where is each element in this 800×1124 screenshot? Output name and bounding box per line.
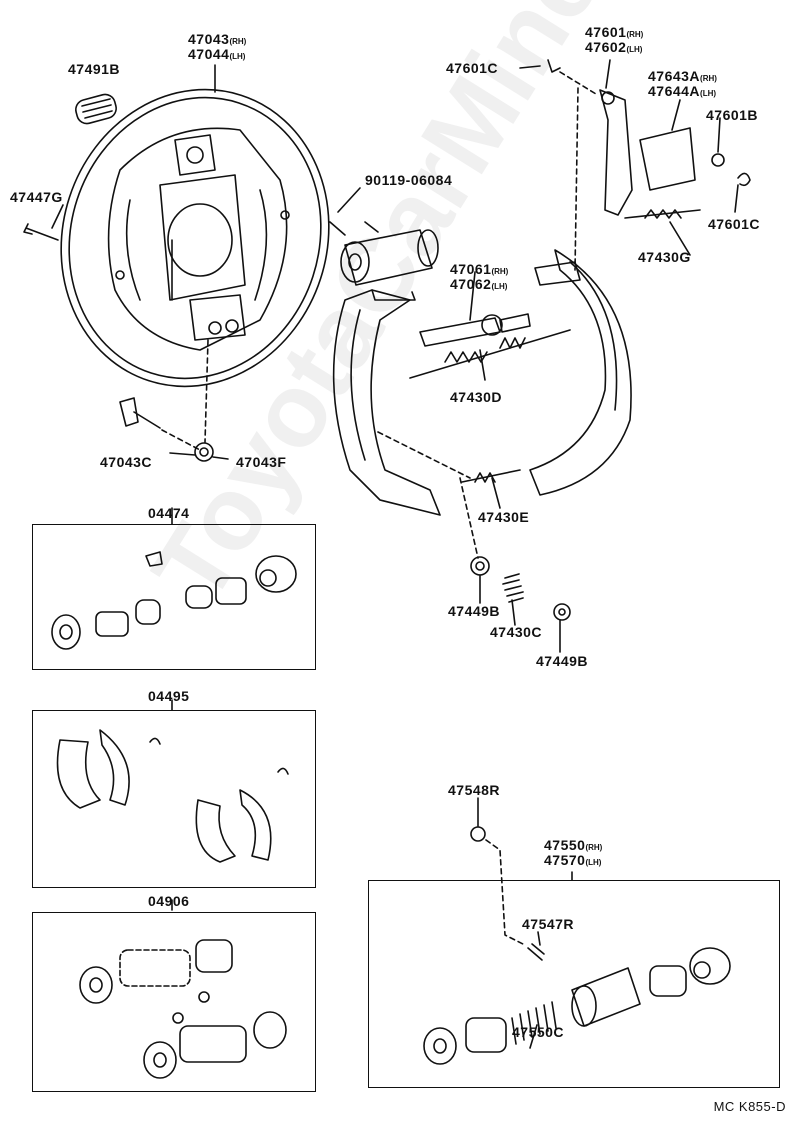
- label-47044-side: (LH): [229, 52, 246, 61]
- label-47570: 47570(LH): [544, 853, 601, 870]
- label-47043F: 47043F: [236, 454, 287, 470]
- label-47062-num: 47062: [450, 276, 492, 292]
- label-47550C: 47550C: [512, 1024, 565, 1040]
- label-47430C: 47430C: [490, 624, 543, 640]
- label-47043: 47043(RH): [188, 32, 246, 49]
- label-47430G: 47430G: [638, 249, 691, 265]
- label-47602-num: 47602: [585, 39, 627, 55]
- brake-shoe-right-drawing: [529, 249, 632, 496]
- label-47570-num: 47570: [544, 852, 586, 868]
- label-47043-side: (RH): [229, 37, 247, 46]
- label-47602-side: (LH): [626, 45, 643, 54]
- kit-label-04474: 04474: [148, 505, 190, 521]
- kit-box-04906: [32, 912, 316, 1092]
- label-47570-side: (LH): [585, 858, 602, 867]
- label-47061-side: (RH): [491, 267, 509, 276]
- label-47644A: 47644A(LH): [648, 84, 716, 101]
- label-47643A-num: 47643A: [648, 68, 701, 84]
- kit-box-47550: [368, 880, 780, 1088]
- kit-box-04474: [32, 524, 316, 670]
- label-47449B-left: 47449B: [448, 603, 501, 619]
- kit-label-04495: 04495: [148, 688, 190, 704]
- plug-drawing: [75, 93, 117, 125]
- label-47550-num: 47550: [544, 837, 586, 853]
- label-47601: 47601(RH): [585, 25, 643, 42]
- label-47643A: 47643A(RH): [648, 69, 717, 86]
- lever-drawing: [599, 89, 633, 216]
- label-47601C-top: 47601C: [446, 60, 499, 76]
- label-47601B: 47601B: [706, 107, 759, 123]
- label-47449B-right: 47449B: [536, 653, 589, 669]
- label-47061: 47061(RH): [450, 262, 508, 279]
- label-90119-06084: 90119-06084: [365, 172, 453, 188]
- backing-plate-drawing: [60, 88, 330, 388]
- label-47644A-num: 47644A: [648, 83, 701, 99]
- label-47044: 47044(LH): [188, 47, 245, 64]
- label-47601-num: 47601: [585, 24, 627, 40]
- label-47601-side: (RH): [626, 30, 644, 39]
- label-47430E: 47430E: [478, 509, 530, 525]
- label-47601C-right: 47601C: [708, 216, 761, 232]
- label-47043-num: 47043: [188, 31, 230, 47]
- label-47491B: 47491B: [68, 61, 121, 77]
- kit-label-04906: 04906: [148, 893, 190, 909]
- label-47548R: 47548R: [448, 782, 501, 798]
- label-47602: 47602(LH): [585, 40, 642, 57]
- label-47643A-side: (RH): [700, 74, 717, 83]
- label-47062-side: (LH): [491, 282, 508, 291]
- label-47062: 47062(LH): [450, 277, 507, 294]
- label-47447G: 47447G: [10, 189, 63, 205]
- kit-box-04495: [32, 710, 316, 888]
- label-47043C: 47043C: [100, 454, 153, 470]
- bolt-drawing: [23, 223, 59, 241]
- label-47061-num: 47061: [450, 261, 492, 277]
- brake-shoe-left-drawing: [332, 289, 441, 516]
- diagram-code: MC K855-D: [713, 1099, 786, 1114]
- label-47644A-side: (LH): [700, 89, 717, 98]
- label-47550: 47550(RH): [544, 838, 602, 855]
- label-47547R: 47547R: [522, 916, 575, 932]
- label-47430D: 47430D: [450, 389, 503, 405]
- label-47550-side: (RH): [585, 843, 603, 852]
- label-47044-num: 47044: [188, 46, 230, 62]
